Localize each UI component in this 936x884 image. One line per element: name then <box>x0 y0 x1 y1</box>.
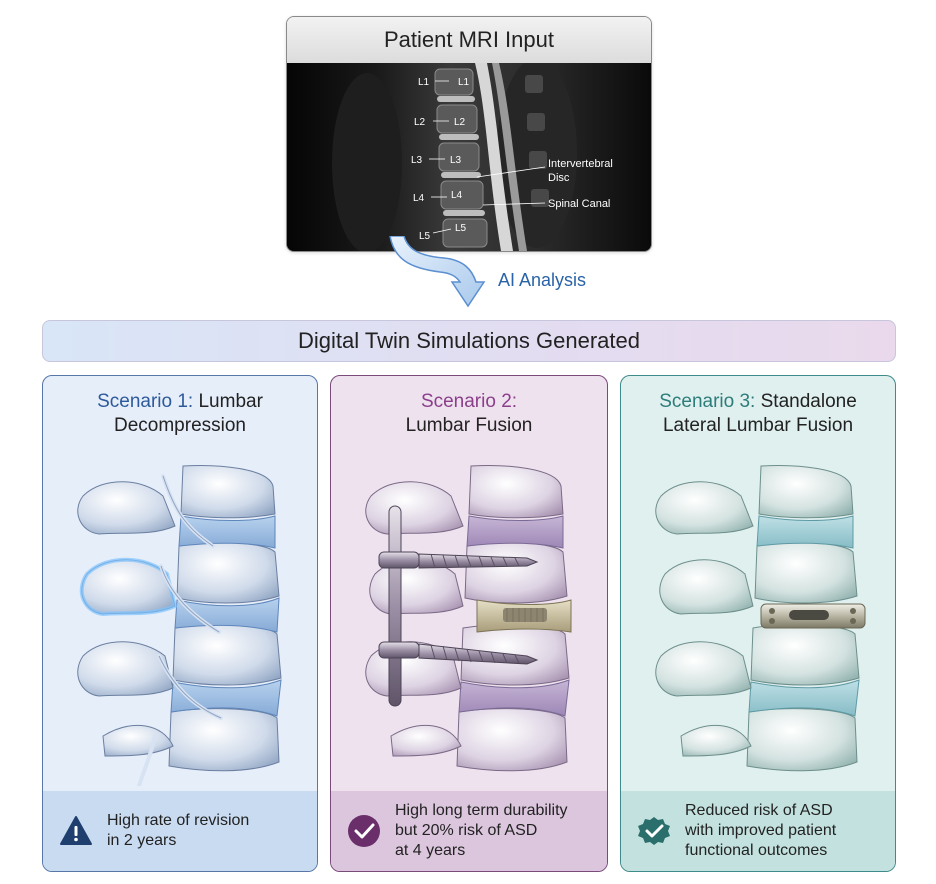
scenario-2-panel: Scenario 2: Lumbar Fusion <box>330 375 608 872</box>
mri-image: L1 L1 L2 L2 L3 L3 L4 L4 L5 L5 Interverte… <box>287 63 651 251</box>
simulations-banner: Digital Twin Simulations Generated <box>42 320 896 362</box>
scenario-2-outcome-line2: but 20% risk of ASD <box>395 822 538 839</box>
mri-annotation-disc-line2: Disc <box>548 172 570 184</box>
ai-analysis-label: AI Analysis <box>498 270 587 290</box>
verified-badge-icon <box>638 817 670 845</box>
mri-label-left-l5: L5 <box>419 231 431 242</box>
scenario-2-outcome: High long term durability but 20% risk o… <box>331 791 607 871</box>
scenario-2-outcome-line1: High long term durability <box>395 802 568 819</box>
scenario-3-title: Scenario 3: Standalone Lateral Lumbar Fu… <box>621 390 895 438</box>
mri-label-right-l3: L3 <box>450 155 462 166</box>
mri-card-title: Patient MRI Input <box>287 17 651 63</box>
scenario-1-outcome: High rate of revision in 2 years <box>43 791 317 871</box>
mri-label-right-l5: L5 <box>455 223 467 234</box>
mri-annotation-canal: Spinal Canal <box>548 198 610 210</box>
scenario-1-prefix: Scenario 1: <box>97 391 194 412</box>
mri-label-right-l1: L1 <box>458 77 470 88</box>
mri-label-left-l1: L1 <box>418 77 430 88</box>
scenario-2-prefix: Scenario 2: <box>420 391 518 412</box>
scenario-3-title-line2: Lateral Lumbar Fusion <box>662 415 854 436</box>
spine-fusion-illustration <box>365 465 572 772</box>
check-circle-icon <box>348 815 380 847</box>
scenario-1-title-rest: Lumbar <box>193 391 263 412</box>
mri-label-left-l3: L3 <box>411 155 423 166</box>
mri-label-left-l4: L4 <box>413 193 425 204</box>
flow-arrow-icon <box>380 235 500 316</box>
scenario-3-title-rest: Standalone <box>755 391 857 412</box>
scenario-2-title-line2: Lumbar Fusion <box>405 415 533 436</box>
scenario-3-outcome-line1: Reduced risk of ASD <box>685 802 833 819</box>
scenario-1-panel: Scenario 1: Lumbar Decompression <box>42 375 318 872</box>
scenario-1-outcome-line1: High rate of revision <box>107 812 250 829</box>
scenario-3-panel: Scenario 3: Standalone Lateral Lumbar Fu… <box>620 375 896 872</box>
scenario-1-title: Scenario 1: Lumbar Decompression <box>43 390 317 438</box>
mri-label-left-l2: L2 <box>414 117 426 128</box>
mri-label-right-l2: L2 <box>454 117 466 128</box>
mri-input-card: Patient MRI Input <box>286 16 652 252</box>
spine-lateral-fusion-illustration <box>655 465 866 772</box>
scenario-2-title: Scenario 2: Lumbar Fusion <box>331 390 607 438</box>
mri-label-right-l4: L4 <box>451 190 463 201</box>
scenario-3-outcome-line3: functional outcomes <box>685 842 828 859</box>
scenario-2-outcome-line3: at 4 years <box>395 842 466 859</box>
spine-decompression-illustration <box>77 465 282 786</box>
scenario-1-outcome-line2: in 2 years <box>107 832 177 849</box>
scenario-3-prefix: Scenario 3: <box>659 391 756 412</box>
warning-icon <box>60 816 92 845</box>
scenario-3-outcome: Reduced risk of ASD with improved patien… <box>621 791 895 871</box>
mri-annotation-disc-line1: Intervertebral <box>548 158 613 170</box>
scenario-1-title-line2: Decompression <box>114 415 246 436</box>
scenario-3-outcome-line2: with improved patient <box>685 822 837 839</box>
